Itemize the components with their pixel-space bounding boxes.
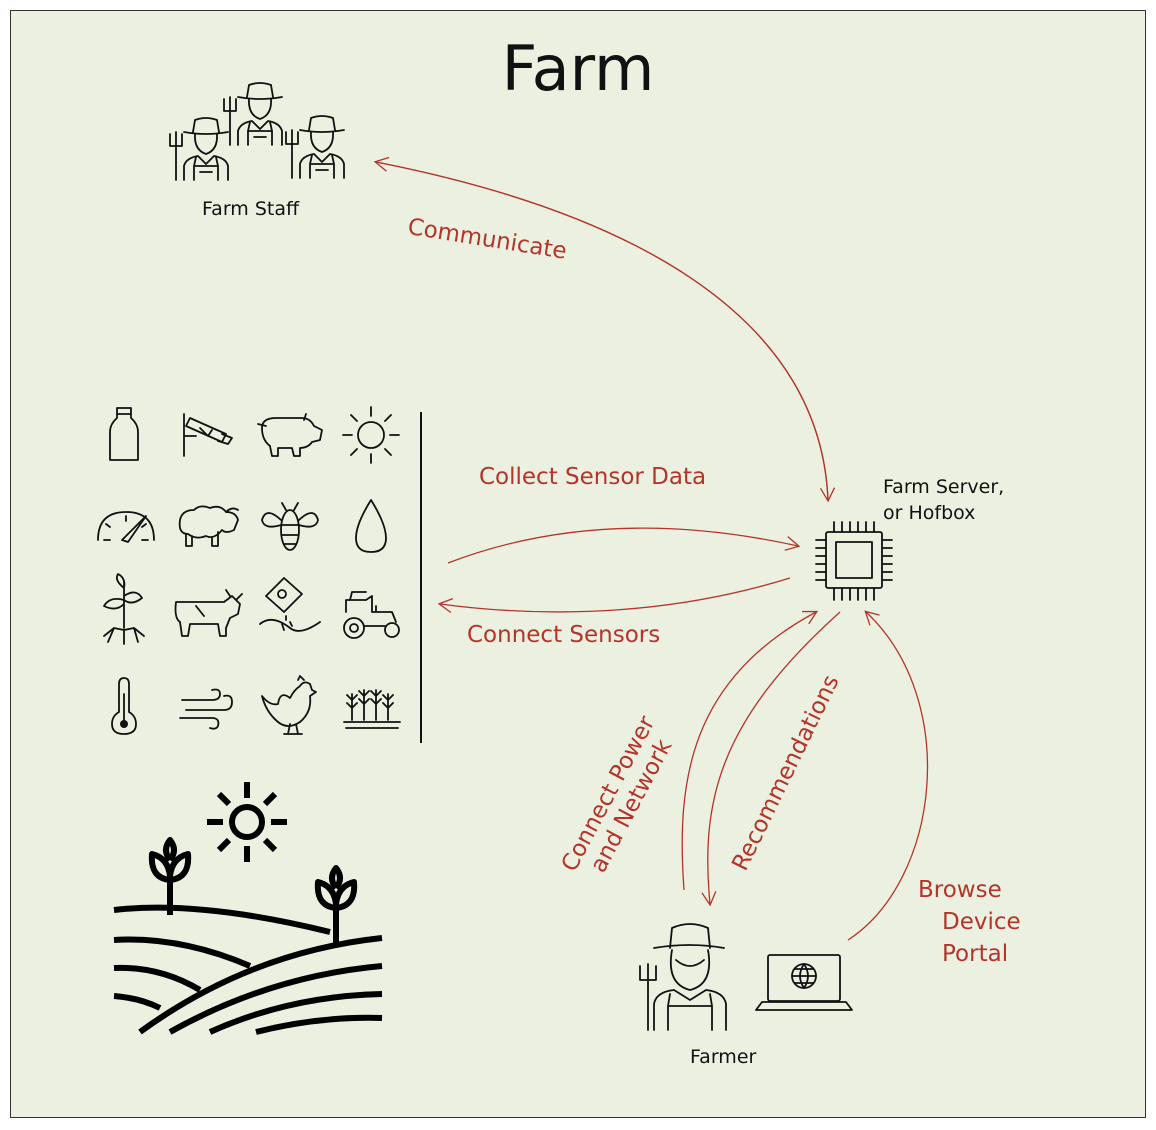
connect-sensors-label: Connect Sensors: [467, 622, 661, 648]
rooster-icon: [261, 675, 317, 735]
water-drop-icon: [355, 499, 387, 553]
edge-communicate: [375, 161, 836, 503]
milk-bottle-icon: [109, 407, 139, 461]
cow-icon: [174, 589, 243, 637]
browse-portal-label-line2: Device: [942, 909, 1021, 935]
thermometer-icon: [111, 677, 137, 735]
edge-communicate-start: [373, 156, 829, 501]
gauge-icon: [97, 511, 155, 543]
laptop-globe-icon: [755, 954, 853, 1011]
bee-icon: [261, 502, 319, 551]
diagram-title: Farm: [501, 32, 655, 105]
edge-recommendations: [701, 611, 841, 907]
diagram-edges: [373, 156, 928, 941]
pig-icon: [257, 413, 323, 457]
farm-server-chip-icon: [815, 521, 893, 601]
sensor-icons-grid: [97, 406, 401, 735]
browse-portal-label: Browse Device Portal: [918, 874, 1021, 970]
farmer-icon: [639, 923, 727, 1031]
tractor-icon: [343, 591, 400, 639]
browse-portal-label-line3: Portal: [942, 941, 1009, 967]
edge-browse-portal: [847, 610, 928, 941]
farm-staff-label: Farm Staff: [202, 198, 300, 220]
edge-connect-power: [681, 610, 819, 891]
diagram-canvas: [10, 10, 1146, 1118]
sheep-icon: [178, 505, 239, 547]
farm-staff-icon: [169, 82, 345, 181]
edge-connect-sensors: [437, 577, 791, 614]
seed-packet-icon: [259, 577, 321, 632]
collect-sensor-data-label: Collect Sensor Data: [479, 464, 707, 490]
farm-landscape-icon: [113, 782, 383, 1035]
security-camera-icon: [183, 413, 233, 457]
farmer-label: Farmer: [690, 1046, 757, 1068]
edge-collect-sensor-data: [447, 527, 801, 564]
plant-seedling-icon: [103, 573, 145, 645]
farm-server-label-line2: or Hofbox: [883, 502, 976, 524]
sun-icon: [342, 406, 400, 464]
browse-portal-label-line1: Browse: [918, 877, 1002, 903]
wind-icon: [179, 688, 233, 730]
farm-server-label-line1: Farm Server,: [883, 476, 1005, 498]
wheat-field-icon: [343, 689, 401, 729]
